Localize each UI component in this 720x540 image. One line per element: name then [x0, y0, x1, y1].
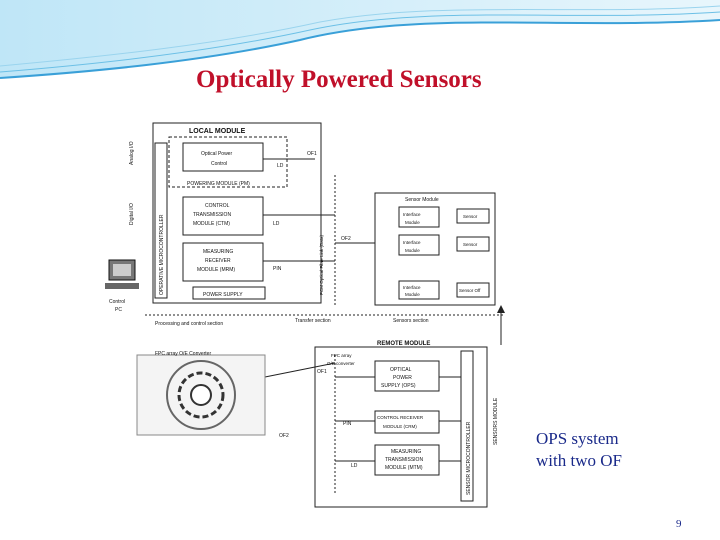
label-mrm-3: MODULE (MRM) — [197, 267, 235, 273]
label-local-module: LOCAL MODULE — [189, 128, 246, 135]
label-mtm-2: TRANSMISSION — [385, 457, 423, 463]
label-control-pc-1: Control — [109, 299, 125, 305]
label-ops-2: POWER — [393, 375, 412, 381]
label-sensor-2: Sensor — [463, 242, 478, 247]
label-ctm-2: TRANSMISSION — [193, 212, 231, 218]
label-ops-3: SUPPLY (OPS) — [381, 383, 416, 389]
ops-block-diagram: LOCAL MODULE Optical Power Control POWER… — [105, 122, 505, 508]
label-mtm-1: MEASURING — [391, 449, 421, 455]
label-of2-remote: OF2 — [279, 433, 289, 439]
label-analog-io: Analog I/O — [129, 141, 135, 165]
label-of2-local: OF2 — [341, 236, 351, 242]
label-transfer-section: Transfer section — [295, 318, 331, 324]
label-interface-3b: Module — [405, 292, 420, 297]
label-crm-1: CONTROL RECEIVER — [377, 415, 424, 420]
label-crm-2: MODULE (CRM) — [383, 424, 417, 429]
label-fiber-link: PCM Optical Fibre Link (Data) — [319, 234, 324, 295]
header-wave — [0, 0, 720, 79]
label-fpc-array-1: FPC array — [331, 353, 352, 358]
label-processing-section: Processing and control section — [155, 321, 223, 327]
label-digital-io: Digital I/O — [129, 203, 135, 225]
label-of1-remote: OF1 — [317, 369, 327, 375]
slide-caption: OPS system with two OF — [536, 428, 622, 472]
label-of1-local: OF1 — [307, 151, 317, 157]
label-fpc-array-2: O/E converter — [327, 361, 355, 366]
label-sensor-mcu: SENSOR MICROCONTROLLER — [466, 421, 472, 495]
label-sensors-section: Sensors section — [393, 318, 429, 324]
label-sensor-off: Sensor Off — [459, 288, 481, 293]
fpc-converter-graphic — [136, 354, 266, 436]
label-interface-2b: Module — [405, 248, 420, 253]
label-sensors-module-vertical: SENSORS MODULE — [493, 397, 499, 445]
label-ld-2: LD — [273, 221, 280, 227]
label-power-supply: POWER SUPPLY — [203, 292, 243, 298]
label-remote-module: REMOTE MODULE — [377, 341, 430, 347]
label-pin-1: PIN — [273, 266, 282, 272]
label-sensor-module: Sensor Module — [405, 197, 439, 203]
label-mrm-2: RECEIVER — [205, 258, 231, 264]
caption-line-1: OPS system — [536, 429, 619, 448]
label-ld-1: LD — [277, 163, 284, 169]
label-mtm-3: MODULE (MTM) — [385, 465, 423, 471]
slide-title: Optically Powered Sensors — [196, 66, 482, 93]
label-pin-2: PIN — [343, 421, 352, 427]
computer-icon — [105, 259, 139, 289]
label-control-pc-2: PC — [115, 307, 122, 313]
label-opc-2: Control — [211, 161, 227, 167]
caption-line-2: with two OF — [536, 451, 622, 470]
label-fpc-converter: FPC array O/E Converter — [155, 351, 211, 357]
label-interface-3: Interface — [403, 285, 421, 290]
label-ctm-3: MODULE (CTM) — [193, 221, 230, 227]
label-sensor-1: Sensor — [463, 214, 478, 219]
label-interface-2: Interface — [403, 240, 421, 245]
label-interface-1: Interface — [403, 212, 421, 217]
label-interface-1b: Module — [405, 220, 420, 225]
page-number: 9 — [676, 518, 682, 530]
label-powering-module: POWERING MODULE (PM) — [187, 181, 250, 187]
label-ops-1: OPTICAL — [390, 367, 412, 373]
label-opc-1: Optical Power — [201, 151, 232, 157]
label-mrm-1: MEASURING — [203, 249, 233, 255]
label-ctm-1: CONTROL — [205, 203, 230, 209]
label-ld-3: LD — [351, 463, 358, 469]
label-operative-mcu: OPERATIVE MICROCONTROLLER — [159, 214, 165, 295]
